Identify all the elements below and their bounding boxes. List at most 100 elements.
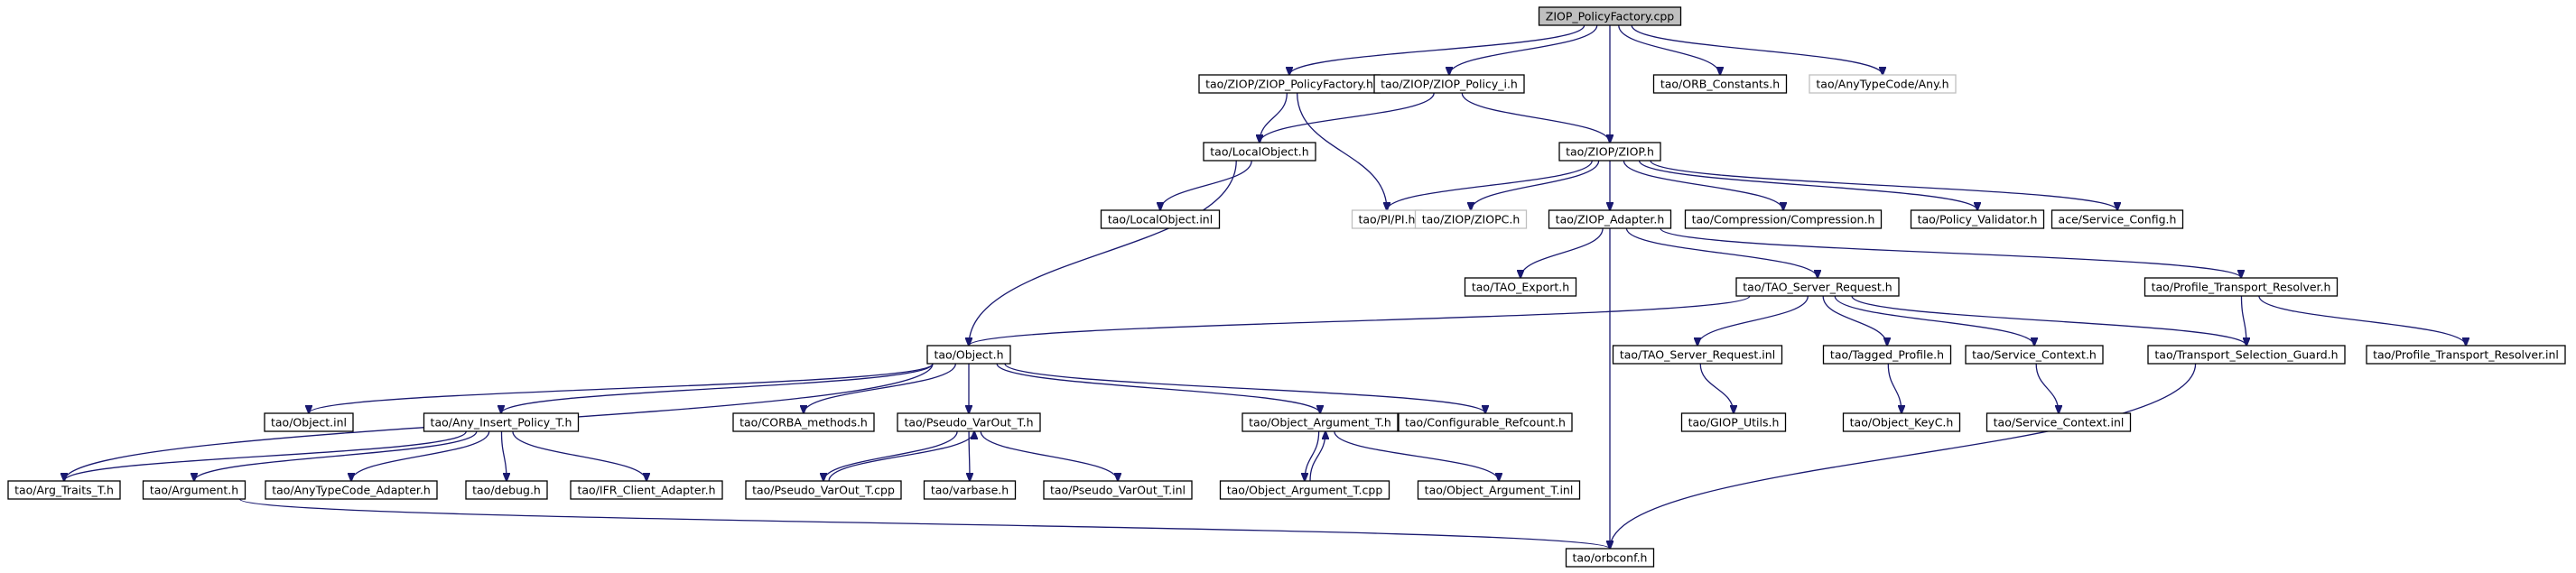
edges-layer: [64, 24, 2466, 549]
node-label: tao/Object_Argument_T.inl: [1425, 484, 1574, 497]
graph-node-pseudo-varout-cpp[interactable]: tao/Pseudo_VarOut_T.cpp: [745, 480, 902, 500]
graph-node-service-context-h[interactable]: tao/Service_Context.h: [1965, 345, 2104, 365]
graph-node-ptr-h[interactable]: tao/Profile_Transport_Resolver.h: [2144, 277, 2339, 297]
node-label: tao/LocalObject.h: [1210, 145, 1308, 159]
graph-node-policy-validator[interactable]: tao/Policy_Validator.h: [1910, 209, 2045, 229]
graph-node-any-insert[interactable]: tao/Any_Insert_Policy_T.h: [423, 412, 580, 432]
node-box: [1842, 412, 1961, 432]
graph-node-tagged-profile[interactable]: tao/Tagged_Profile.h: [1822, 345, 1952, 365]
graph-node-object-argument-inl[interactable]: tao/Object_Argument_T.inl: [1417, 480, 1581, 500]
node-label: tao/PI/PI.h: [1359, 213, 1416, 226]
node-box: [2366, 345, 2566, 365]
edge-object-h-to-configurable-refcount: [1004, 363, 1485, 413]
node-box: [926, 345, 1011, 365]
node-box: [745, 480, 902, 500]
edge-pf-h-to-pi-h: [1296, 92, 1387, 210]
node-label: tao/TAO_Export.h: [1472, 281, 1569, 294]
node-box: [1242, 412, 1399, 432]
node-box: [1735, 277, 1900, 297]
node-label: tao/Any_Insert_Policy_T.h: [431, 416, 572, 430]
graph-node-ziopc-h[interactable]: tao/ZIOP/ZIOPC.h: [1414, 209, 1528, 229]
graph-node-varbase-h[interactable]: tao/varbase.h: [923, 480, 1017, 500]
edge-tagged-profile-to-object-keyc: [1887, 363, 1902, 413]
node-box: [1043, 480, 1193, 500]
edge-object-argument-h-to-object-argument-inl: [1334, 430, 1499, 481]
graph-node-object-argument-h[interactable]: tao/Object_Argument_T.h: [1242, 412, 1399, 432]
graph-node-corba-methods[interactable]: tao/CORBA_methods.h: [732, 412, 875, 432]
node-label: ZIOP_PolicyFactory.cpp: [1546, 10, 1674, 23]
edge-object-argument-h-to-object-argument-cpp: [1305, 430, 1320, 481]
edge-ziop-h-to-pi-h: [1387, 160, 1593, 210]
edge-policy-i-h-to-ziop-h: [1461, 92, 1610, 143]
graph-node-ziop-adapter[interactable]: tao/ZIOP_Adapter.h: [1548, 209, 1672, 229]
graph-node-pseudo-varout-inl[interactable]: tao/Pseudo_VarOut_T.inl: [1043, 480, 1193, 500]
node-box: [142, 480, 246, 500]
node-label: tao/Service_Context.inl: [1994, 416, 2125, 430]
graph-node-debug-h[interactable]: tao/debug.h: [465, 480, 548, 500]
graph-node-compression[interactable]: tao/Compression/Compression.h: [1684, 209, 1883, 229]
graph-node-object-argument-cpp[interactable]: tao/Object_Argument_T.cpp: [1219, 480, 1390, 500]
node-label: tao/Pseudo_VarOut_T.cpp: [752, 484, 895, 497]
edge-object-h-to-corba-methods: [804, 363, 957, 413]
node-label: tao/debug.h: [472, 484, 541, 497]
graph-node-tsg[interactable]: tao/Transport_Selection_Guard.h: [2147, 345, 2346, 365]
node-box: [1548, 209, 1672, 229]
node-label: tao/varbase.h: [931, 484, 1009, 497]
graph-node-policy-i-h[interactable]: tao/ZIOP/ZIOP_Policy_i.h: [1373, 74, 1525, 94]
node-label: tao/orbconf.h: [1573, 551, 1648, 565]
graph-node-object-h[interactable]: tao/Object.h: [926, 345, 1011, 365]
node-box: [1652, 74, 1788, 94]
edge-pseudo-varout-h-to-varbase-h: [969, 430, 970, 481]
node-label: tao/Service_Context.h: [1972, 348, 2097, 362]
graph-node-object-keyc[interactable]: tao/Object_KeyC.h: [1842, 412, 1961, 432]
node-box: [1417, 480, 1581, 500]
edge-pseudo-varout-h-to-pseudo-varout-inl: [980, 430, 1118, 481]
graph-node-localobject-inl[interactable]: tao/LocalObject.inl: [1100, 209, 1221, 229]
graph-node-anytypecode-adapter[interactable]: tao/AnyTypeCode_Adapter.h: [265, 480, 438, 500]
node-label: tao/Pseudo_VarOut_T.inl: [1050, 484, 1186, 497]
node-box: [423, 412, 580, 432]
node-label: tao/LocalObject.inl: [1108, 213, 1213, 226]
node-box: [1558, 142, 1661, 162]
node-label: tao/AnyTypeCode/Any.h: [1816, 78, 1948, 91]
node-box: [265, 480, 438, 500]
graph-node-argument-h[interactable]: tao/Argument.h: [142, 480, 246, 500]
graph-node-any-h[interactable]: tao/AnyTypeCode/Any.h: [1809, 74, 1957, 94]
graph-node-object-inl[interactable]: tao/Object.inl: [264, 412, 354, 432]
graph-node-localobject-h[interactable]: tao/LocalObject.h: [1203, 142, 1316, 162]
edge-any-insert-to-debug-h: [500, 430, 507, 481]
graph-node-tao-export[interactable]: tao/TAO_Export.h: [1464, 277, 1577, 297]
node-label: ace/Service_Config.h: [2059, 213, 2177, 226]
graph-node-arg-traits[interactable]: tao/Arg_Traits_T.h: [7, 480, 121, 500]
graph-node-root[interactable]: ZIOP_PolicyFactory.cpp: [1538, 6, 1682, 26]
edge-ziop-h-to-policy-validator: [1638, 160, 1977, 210]
node-box: [1910, 209, 2045, 229]
graph-node-ptr-inl[interactable]: tao/Profile_Transport_Resolver.inl: [2366, 345, 2566, 365]
node-box: [264, 412, 354, 432]
node-box: [465, 480, 548, 500]
node-label: tao/Configurable_Refcount.h: [1405, 416, 1566, 430]
graph-node-service-config[interactable]: ace/Service_Config.h: [2051, 209, 2184, 229]
node-label: tao/Policy_Validator.h: [1918, 213, 2038, 226]
graph-node-service-context-inl[interactable]: tao/Service_Context.inl: [1985, 412, 2132, 432]
graph-node-pf-h[interactable]: tao/ZIOP/ZIOP_PolicyFactory.h: [1198, 74, 1381, 94]
graph-node-server-request[interactable]: tao/TAO_Server_Request.h: [1735, 277, 1900, 297]
graph-node-orb-constants[interactable]: tao/ORB_Constants.h: [1652, 74, 1788, 94]
node-box: [1219, 480, 1390, 500]
node-box: [1414, 209, 1528, 229]
edge-ziop-h-to-compression: [1623, 160, 1783, 210]
graph-node-giop-utils[interactable]: tao/GIOP_Utils.h: [1680, 412, 1787, 432]
edge-ptr-h-to-ptr-inl: [2258, 295, 2466, 346]
nodes-layer: ZIOP_PolicyFactory.cpp tao/ZIOP/ZIOP_Poli…: [7, 6, 2566, 568]
graph-node-server-request-inl[interactable]: tao/TAO_Server_Request.inl: [1612, 345, 1783, 365]
graph-node-orbconf-h[interactable]: tao/orbconf.h: [1565, 548, 1655, 568]
node-label: tao/TAO_Server_Request.h: [1743, 281, 1892, 294]
graph-node-ziop-h[interactable]: tao/ZIOP/ZIOP.h: [1558, 142, 1661, 162]
graph-node-pseudo-varout-h[interactable]: tao/Pseudo_VarOut_T.h: [897, 412, 1041, 432]
node-box: [2144, 277, 2339, 297]
graph-node-configurable-refcount[interactable]: tao/Configurable_Refcount.h: [1398, 412, 1573, 432]
graph-node-ifr-client-adapter[interactable]: tao/IFR_Client_Adapter.h: [570, 480, 723, 500]
node-label: tao/Argument.h: [150, 484, 238, 497]
graph-node-pi-h[interactable]: tao/PI/PI.h: [1351, 209, 1423, 229]
